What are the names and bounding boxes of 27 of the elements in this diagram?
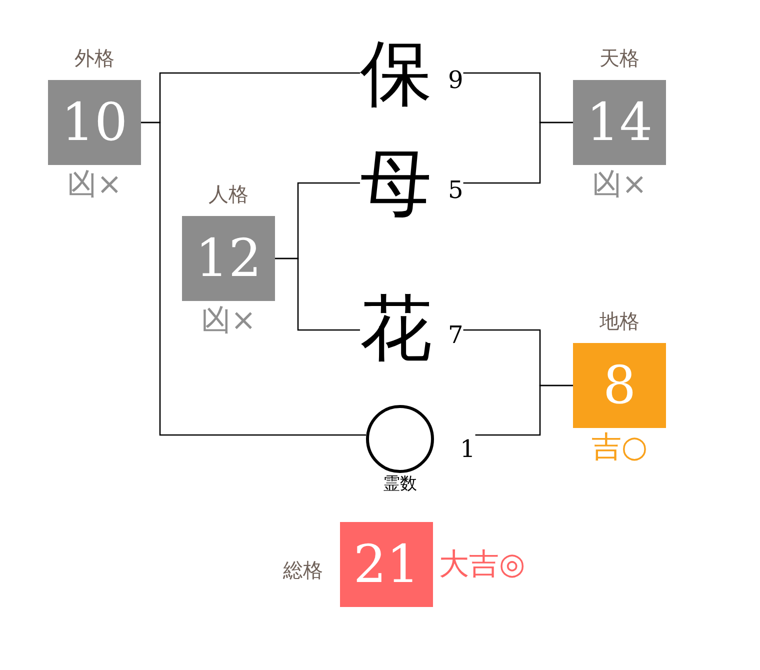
- score-tile: 21: [340, 522, 433, 607]
- fortune-verdict: 凶×: [592, 167, 648, 203]
- stroke-count: 1: [460, 435, 476, 463]
- score-tile: 8: [573, 343, 666, 428]
- fortune-verdict: 吉○: [591, 430, 648, 466]
- caption-label: 霊数: [383, 473, 417, 495]
- score-tile: 14: [573, 80, 666, 165]
- category-label: 地格: [600, 309, 640, 333]
- category-label: 天格: [600, 46, 640, 70]
- stroke-count: 9: [448, 66, 464, 94]
- fortune-verdict: 凶×: [200, 303, 256, 339]
- name-character: 母: [360, 145, 432, 221]
- bracket-line: [463, 122, 573, 184]
- name-character: 保: [360, 35, 432, 111]
- category-label: 外格: [74, 46, 114, 70]
- bracket-line: [475, 384, 573, 436]
- stroke-count: 7: [448, 321, 464, 349]
- bracket-line: [141, 122, 366, 436]
- score-tile: 10: [48, 80, 141, 165]
- stroke-count: 5: [448, 176, 464, 204]
- fortune-verdict: 大吉◎: [439, 546, 526, 582]
- name-character: 花: [360, 290, 432, 366]
- score-tile: 12: [182, 216, 275, 301]
- fortune-verdict: 凶×: [66, 167, 122, 203]
- category-label: 総格: [283, 558, 323, 582]
- category-label: 人格: [208, 182, 248, 206]
- bracket-line: [275, 258, 360, 331]
